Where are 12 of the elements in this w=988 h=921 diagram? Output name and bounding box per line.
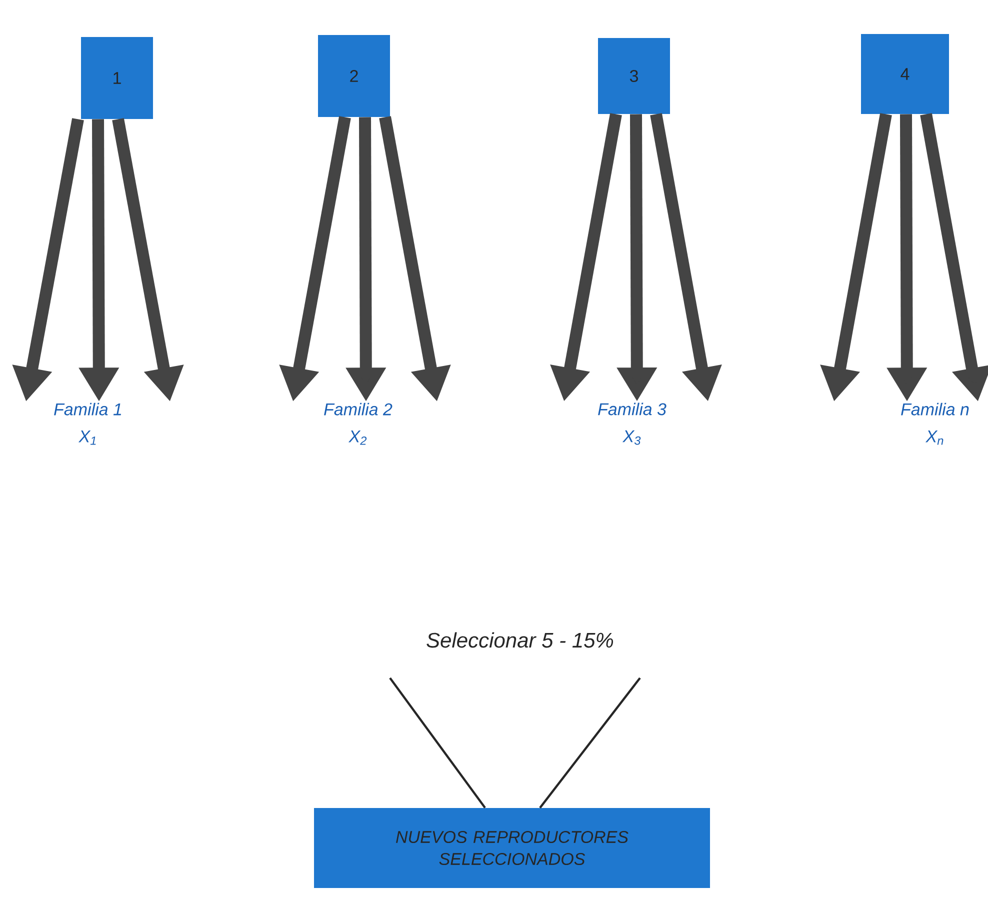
connector-line [539,677,641,808]
connector-line [389,677,486,808]
family-label: Familia 2 X$_{2}$ [324,402,392,445]
number-box: 1 [81,37,153,119]
result-box: NUEVOS REPRODUCTORES SELECCIONADOS [314,808,710,888]
number-box: 4 [861,34,949,114]
family-label: Familia 1 X$_{1}$ [54,402,122,445]
number-box: 3 [598,38,670,114]
family-label: Familia n X$_{n}$ [901,402,969,445]
number-box: 2 [318,35,390,117]
selection-label: Seleccionar 5 - 15% [426,632,614,648]
family-label: Familia 3 X$_{3}$ [598,402,666,445]
